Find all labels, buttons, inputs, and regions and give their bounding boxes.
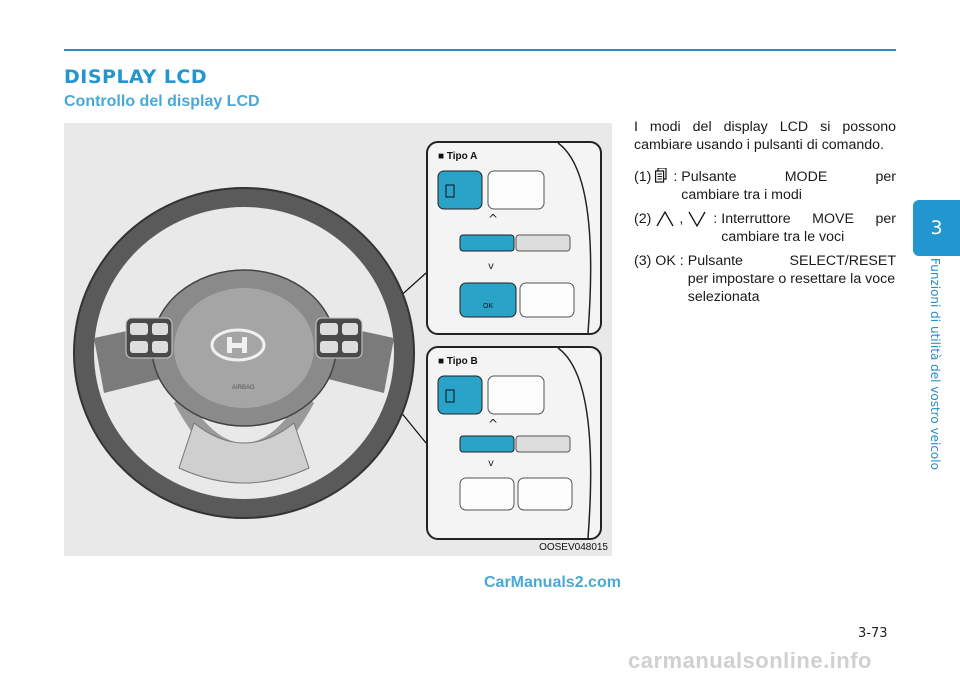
- list-item: (3) OK : Pulsante SELECT/RESET per impos…: [634, 252, 896, 306]
- steering-wheel-illustration: [73, 187, 427, 519]
- item-description: Interruttore MOVE per cambiare tra le vo…: [721, 211, 896, 245]
- chevron-up-icon: [656, 210, 674, 227]
- svg-text:v: v: [488, 261, 494, 272]
- item-number: (1): [634, 169, 652, 185]
- item-number: (2): [634, 211, 652, 227]
- type-a-buttons: ^ v: [437, 143, 592, 333]
- list-item: (2) , : Interruttore MOVE per cambiare t…: [634, 210, 896, 246]
- svg-text:v: v: [488, 458, 494, 469]
- top-rule: [64, 49, 896, 51]
- item-colon: :: [679, 253, 684, 269]
- page-number: 3-73: [858, 626, 888, 641]
- chevron-down-icon: [688, 211, 706, 228]
- detail-type-b: ■ Tipo B ^ v: [426, 346, 602, 540]
- mode-button-b: [437, 375, 483, 415]
- mode-button: [437, 170, 483, 210]
- item-comma: ,: [679, 211, 684, 227]
- item-description: Pulsante SELECT/RESET per impostare o re…: [687, 253, 896, 305]
- airbag-label: AIRBAG: [232, 385, 255, 391]
- chapter-title: Funzioni di utilità del vostro veicolo: [928, 258, 942, 470]
- ok-label: OK: [483, 303, 494, 310]
- move-switch-left: [459, 234, 515, 252]
- item-description: Pulsante MODE per cambiare tra i modi: [681, 169, 896, 203]
- mode-icon: [655, 168, 667, 183]
- item-number: (3) OK: [634, 253, 676, 269]
- type-b-label: ■ Tipo B: [438, 356, 478, 367]
- detail-type-a: ■ Tipo A ^ v OK: [426, 141, 602, 335]
- section-title: DISPLAY LCD: [64, 66, 208, 88]
- section-subtitle: Controllo del display LCD: [64, 93, 260, 110]
- ok-button: [459, 282, 517, 318]
- item-colon: :: [713, 211, 718, 227]
- button-list: (1) : Pulsante MODE per cambiare tra i m…: [634, 168, 896, 306]
- site-watermark[interactable]: CarManuals2.com: [484, 574, 621, 591]
- list-item: (1) : Pulsante MODE per cambiare tra i m…: [634, 168, 896, 204]
- svg-text:^: ^: [488, 212, 498, 226]
- body-text: I modi del display LCD si possono cambia…: [634, 118, 896, 312]
- type-b-buttons: ^ v: [437, 348, 592, 538]
- footer-watermark: carmanualsonline.info: [628, 648, 872, 673]
- item-colon: :: [673, 169, 678, 185]
- intro-paragraph: I modi del display LCD si possono cambia…: [634, 119, 896, 153]
- move-switch-left-b: [459, 435, 515, 453]
- steering-wheel-figure: AIRBAG ■ Tipo A ^ v OK ■ Tipo B ^ v: [64, 123, 612, 556]
- figure-code: OOSEV048015: [539, 542, 608, 553]
- type-a-label: ■ Tipo A: [438, 151, 478, 162]
- chapter-tab: 3: [913, 200, 960, 256]
- svg-text:^: ^: [488, 417, 498, 431]
